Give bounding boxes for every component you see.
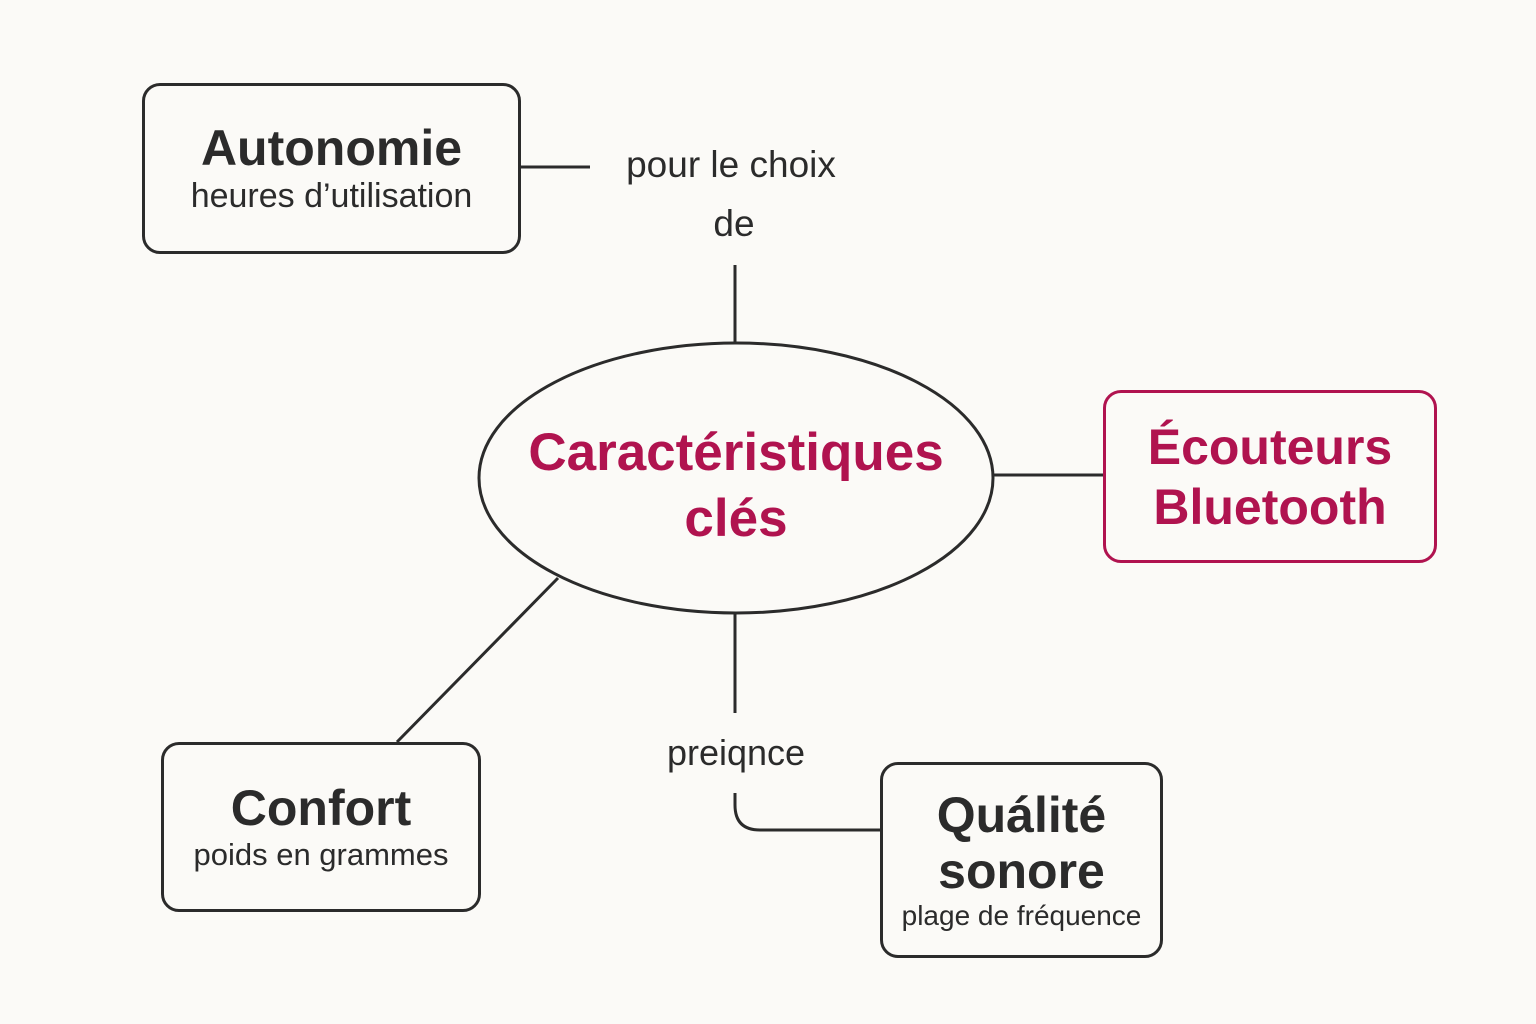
node-autonomie: Autonomie heures d’utilisation (142, 83, 521, 254)
node-ecouteurs-bluetooth: Écouteurs Bluetooth (1103, 390, 1437, 563)
node-title-2: sonore (938, 843, 1105, 900)
node-title: Autonomie (200, 120, 463, 177)
node-confort: Confort poids en grammes (161, 742, 481, 912)
node-title: Confort (230, 780, 412, 837)
center-line-1: Caractéristiques (528, 423, 944, 482)
center-ellipse (477, 341, 995, 615)
edge-label-top-2: de (713, 203, 755, 244)
edge-qualite (733, 793, 881, 832)
node-qualite-sonore: Quálité sonore plage de fréquence (880, 762, 1163, 958)
center-line-2: clés (684, 489, 788, 548)
target-line-1: Écouteurs (1147, 418, 1393, 475)
edge-confort (395, 576, 560, 744)
target-line-2: Bluetooth (1153, 478, 1387, 535)
center-label: Caractéristiques clés (486, 420, 986, 552)
edge-label-top-1: pour le choix (626, 144, 836, 185)
node-subtitle: plage de fréquence (901, 900, 1142, 932)
node-title-1: Quálité (936, 787, 1107, 844)
edge-label-bottom: preiqnce (666, 732, 806, 773)
node-subtitle: poids en grammes (193, 837, 449, 873)
node-subtitle: heures d’utilisation (190, 177, 473, 216)
